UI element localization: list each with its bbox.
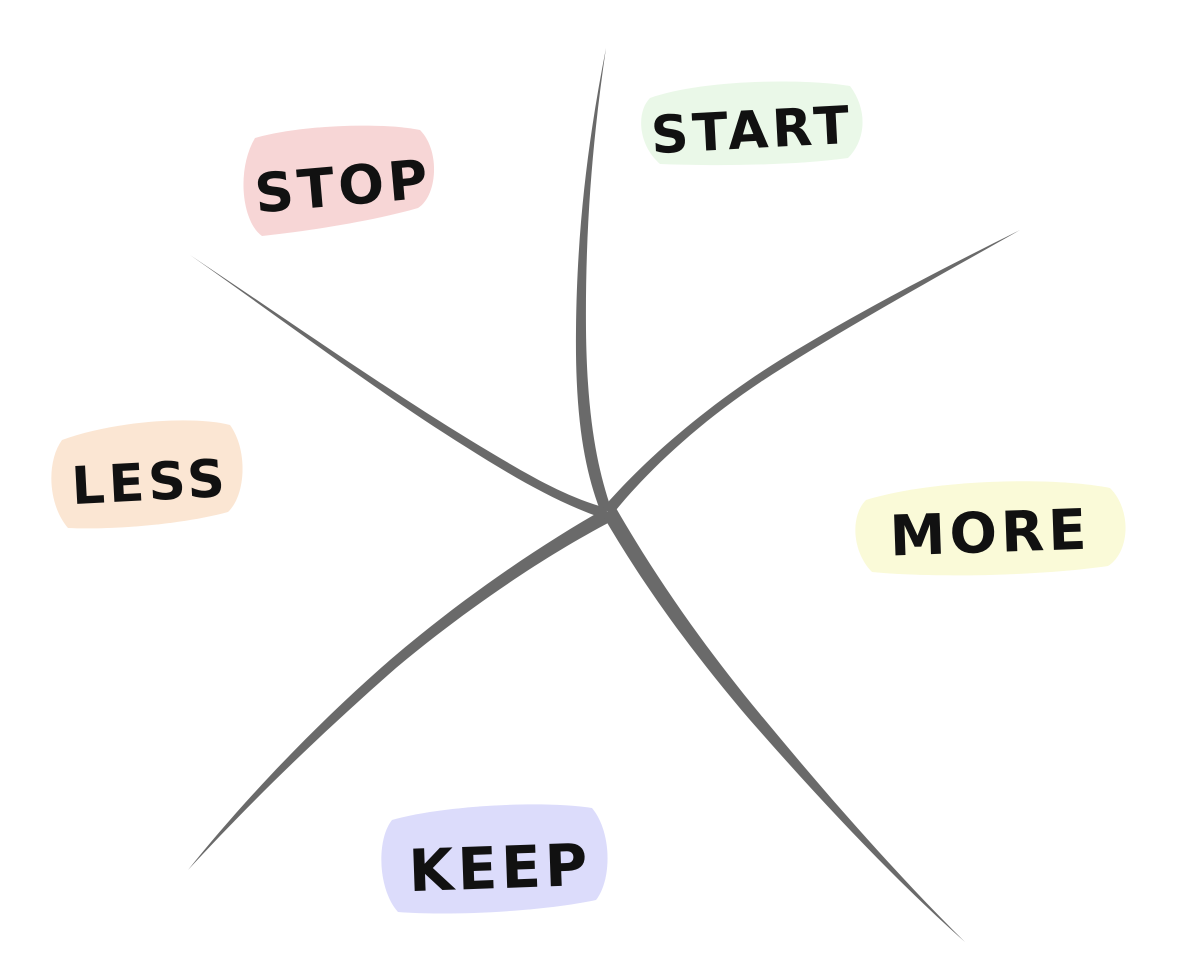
stop-label: STOP xyxy=(252,147,434,225)
label-less: LESS xyxy=(51,420,243,529)
start-label: START xyxy=(650,96,855,167)
spoke-lower-left xyxy=(188,508,610,870)
label-more: MORE xyxy=(855,481,1126,576)
stop-highlight xyxy=(243,125,435,236)
more-label: MORE xyxy=(889,498,1092,570)
keep-highlight xyxy=(381,804,608,914)
spoke-upper-left xyxy=(190,255,606,518)
spoke-top xyxy=(575,48,611,510)
less-label: LESS xyxy=(70,449,230,517)
spoke-lower-right xyxy=(602,508,965,942)
spokes xyxy=(188,48,1020,942)
spoke-upper-right xyxy=(603,230,1020,515)
more-highlight xyxy=(855,481,1126,576)
label-keep: KEEP xyxy=(381,804,608,914)
less-highlight xyxy=(51,420,243,529)
label-start: START xyxy=(641,81,863,167)
label-stop: STOP xyxy=(243,125,435,236)
keep-label: KEEP xyxy=(408,831,593,905)
start-highlight xyxy=(641,81,863,166)
